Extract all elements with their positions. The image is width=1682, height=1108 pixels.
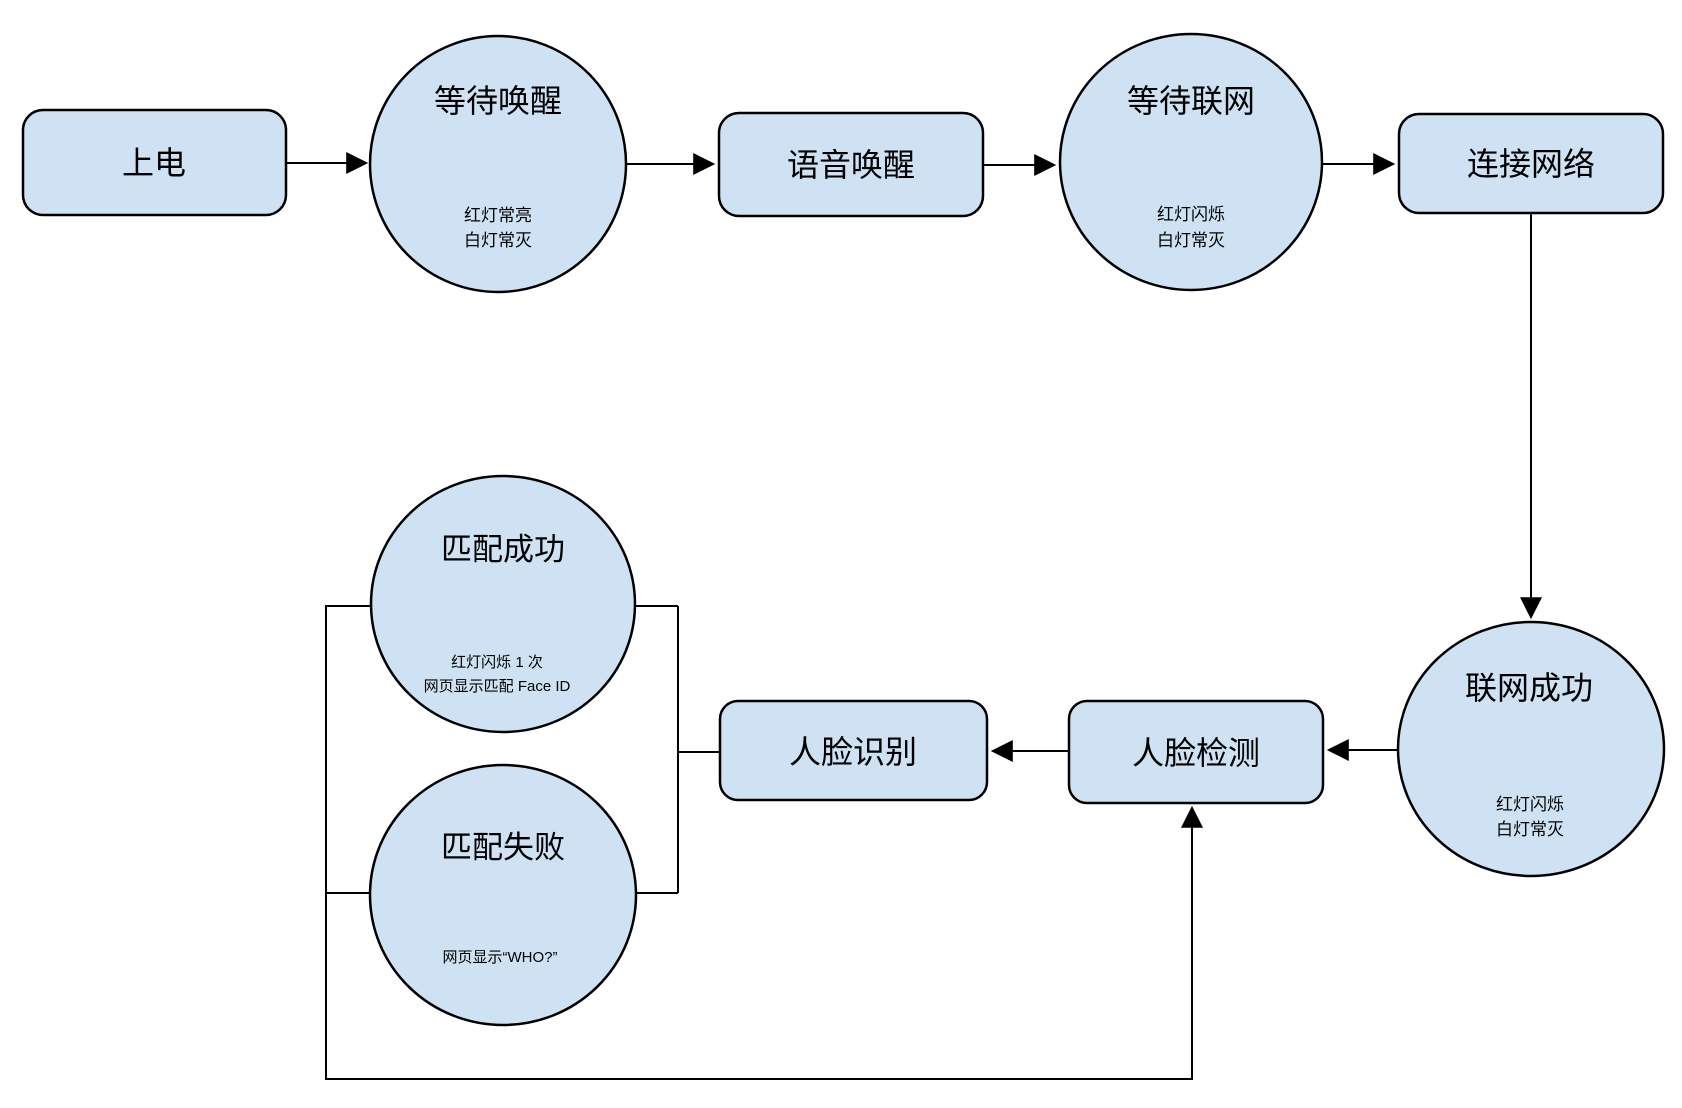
node-match-fail-sub1: 网页显示“WHO?” <box>443 949 558 966</box>
node-wait-network: 等待联网 红灯闪烁 白灯常灭 <box>1058 32 1324 292</box>
node-match-success-sub1: 红灯闪烁 1 次 <box>451 654 543 671</box>
node-power-on-shape <box>21 108 288 217</box>
node-wait-network-sub2: 白灯常灭 <box>1157 231 1225 250</box>
node-network-success-label: 联网成功 <box>1465 670 1593 706</box>
node-connect-network: 连接网络 <box>1397 112 1665 215</box>
connector-loop-back-to-face-detect <box>325 605 1203 1080</box>
node-wait-network-shape <box>1058 32 1324 292</box>
node-wait-network-label: 等待联网 <box>1127 83 1255 119</box>
node-match-fail-label: 匹配失败 <box>441 830 565 865</box>
node-network-success: 联网成功 红灯闪烁 白灯常灭 <box>1396 620 1666 878</box>
node-match-fail: 匹配失败 网页显示“WHO?” <box>368 763 638 1027</box>
node-network-success-sub2: 白灯常灭 <box>1496 820 1564 839</box>
node-face-recognize-label: 人脸识别 <box>789 734 917 770</box>
node-face-detect: 人脸检测 <box>1067 699 1325 805</box>
node-voice-wake: 语音唤醒 <box>717 111 985 218</box>
node-face-recognize-shape <box>718 699 989 802</box>
node-connect-network-label: 连接网络 <box>1467 146 1595 182</box>
node-match-success-shape <box>369 474 637 734</box>
node-wait-network-sub1: 红灯闪烁 <box>1157 205 1225 224</box>
node-wait-wake-sub1: 红灯常亮 <box>464 206 532 225</box>
node-network-success-shape <box>1396 620 1666 878</box>
node-face-detect-shape <box>1067 699 1325 805</box>
node-face-detect-label: 人脸检测 <box>1132 735 1260 771</box>
node-wait-wake-sub2: 白灯常灭 <box>464 231 532 250</box>
node-match-fail-shape <box>368 763 638 1027</box>
node-match-success: 匹配成功 红灯闪烁 1 次 网页显示匹配 Face ID <box>369 474 637 734</box>
node-wait-wake-shape <box>368 34 628 294</box>
node-wait-wake: 等待唤醒 红灯常亮 白灯常灭 <box>368 34 628 294</box>
node-match-success-sub2: 网页显示匹配 Face ID <box>424 678 571 695</box>
node-network-success-sub1: 红灯闪烁 <box>1496 795 1564 814</box>
node-power-on-label: 上电 <box>122 145 186 181</box>
node-face-recognize: 人脸识别 <box>718 699 989 802</box>
node-wait-wake-label: 等待唤醒 <box>434 83 562 119</box>
node-voice-wake-shape <box>717 111 985 218</box>
node-connect-network-shape <box>1397 112 1665 215</box>
node-voice-wake-label: 语音唤醒 <box>787 147 915 183</box>
node-match-success-label: 匹配成功 <box>441 532 565 567</box>
node-power-on: 上电 <box>21 108 288 217</box>
